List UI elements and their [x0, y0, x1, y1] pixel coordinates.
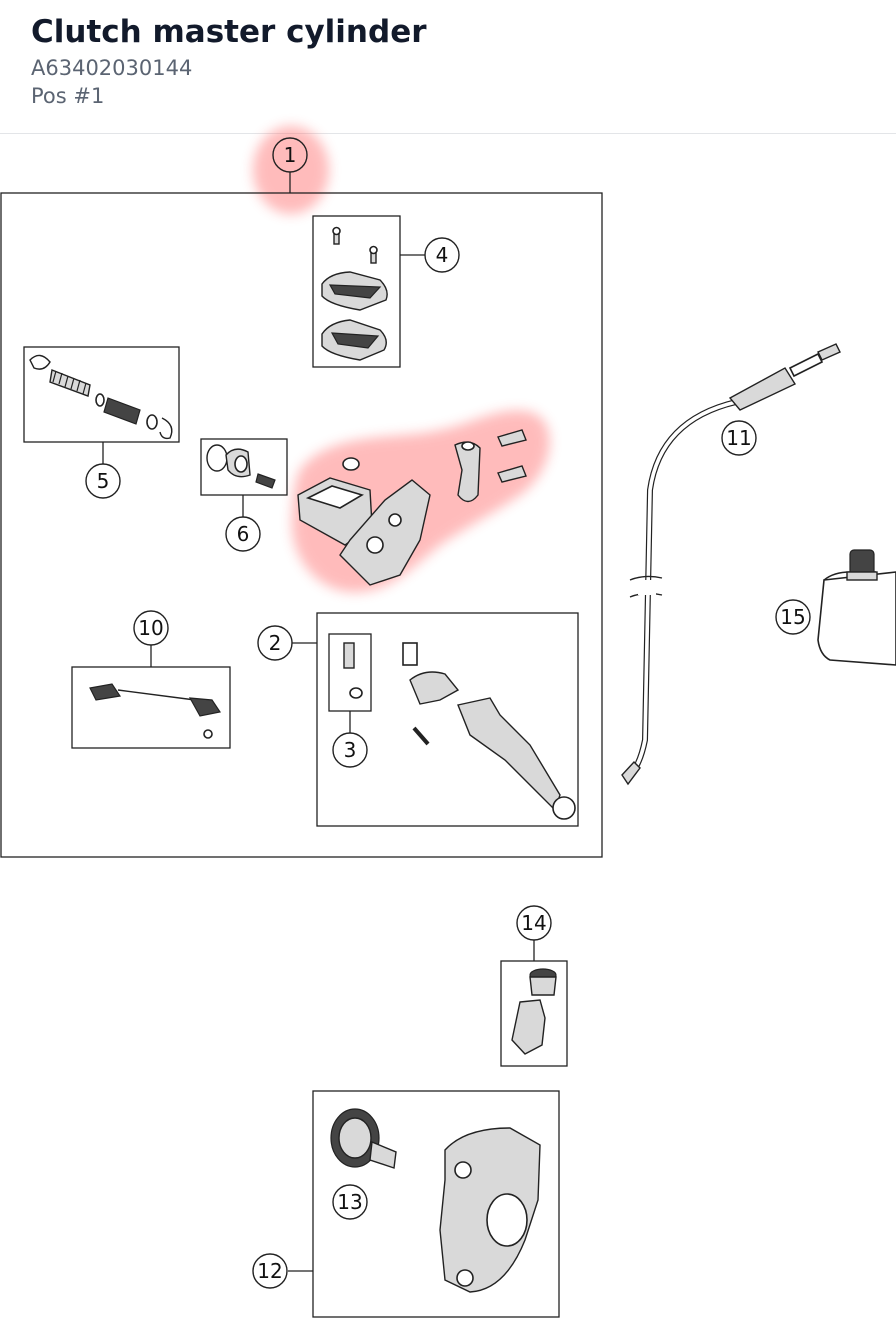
callout-14[interactable]: 14 — [516, 905, 552, 941]
part-group-2[interactable] — [292, 612, 579, 827]
callout-14-label: 14 — [521, 911, 546, 935]
callout-5-label: 5 — [97, 469, 110, 493]
callout-13-label: 13 — [337, 1190, 362, 1214]
part-group-12[interactable] — [288, 1090, 560, 1318]
part-group-4[interactable] — [312, 215, 425, 368]
callout-10[interactable]: 10 — [133, 610, 169, 646]
fluid-bottle-15[interactable] — [817, 549, 896, 666]
callout-3[interactable]: 3 — [332, 732, 368, 768]
part-number: A63402030144 — [31, 56, 193, 80]
callout-15[interactable]: 15 — [775, 599, 811, 635]
callout-12[interactable]: 12 — [252, 1253, 288, 1289]
callout-1[interactable]: 1 — [272, 137, 308, 173]
callout-4-label: 4 — [436, 243, 449, 267]
callout-13[interactable]: 13 — [332, 1184, 368, 1220]
callout-5[interactable]: 5 — [85, 463, 121, 499]
assembly-frame-1 — [0, 192, 603, 858]
part-group-5[interactable] — [23, 346, 180, 464]
part-group-14[interactable] — [500, 940, 568, 1067]
callout-3-label: 3 — [344, 738, 357, 762]
callout-2[interactable]: 2 — [257, 625, 293, 661]
part-group-10[interactable] — [71, 645, 231, 749]
page-title: Clutch master cylinder — [31, 14, 427, 50]
callout-6[interactable]: 6 — [225, 516, 261, 552]
callout-15-label: 15 — [780, 605, 805, 629]
callouts: 1 2 3 4 5 6 10 11 — [85, 137, 811, 1289]
master-cylinder-body[interactable] — [297, 429, 527, 586]
callout-12-label: 12 — [257, 1259, 282, 1283]
page-header: Clutch master cylinder A63402030144 Pos … — [0, 0, 896, 134]
clutch-cable-11[interactable] — [621, 343, 841, 786]
position-label: Pos #1 — [31, 84, 105, 108]
callout-6-label: 6 — [237, 522, 250, 546]
callout-11[interactable]: 11 — [721, 420, 757, 456]
part-group-6[interactable] — [200, 438, 288, 517]
callout-2-label: 2 — [269, 631, 282, 655]
callout-1-label: 1 — [284, 143, 297, 167]
callout-4[interactable]: 4 — [424, 237, 460, 273]
callout-10-label: 10 — [138, 616, 163, 640]
callout-11-label: 11 — [726, 426, 751, 450]
